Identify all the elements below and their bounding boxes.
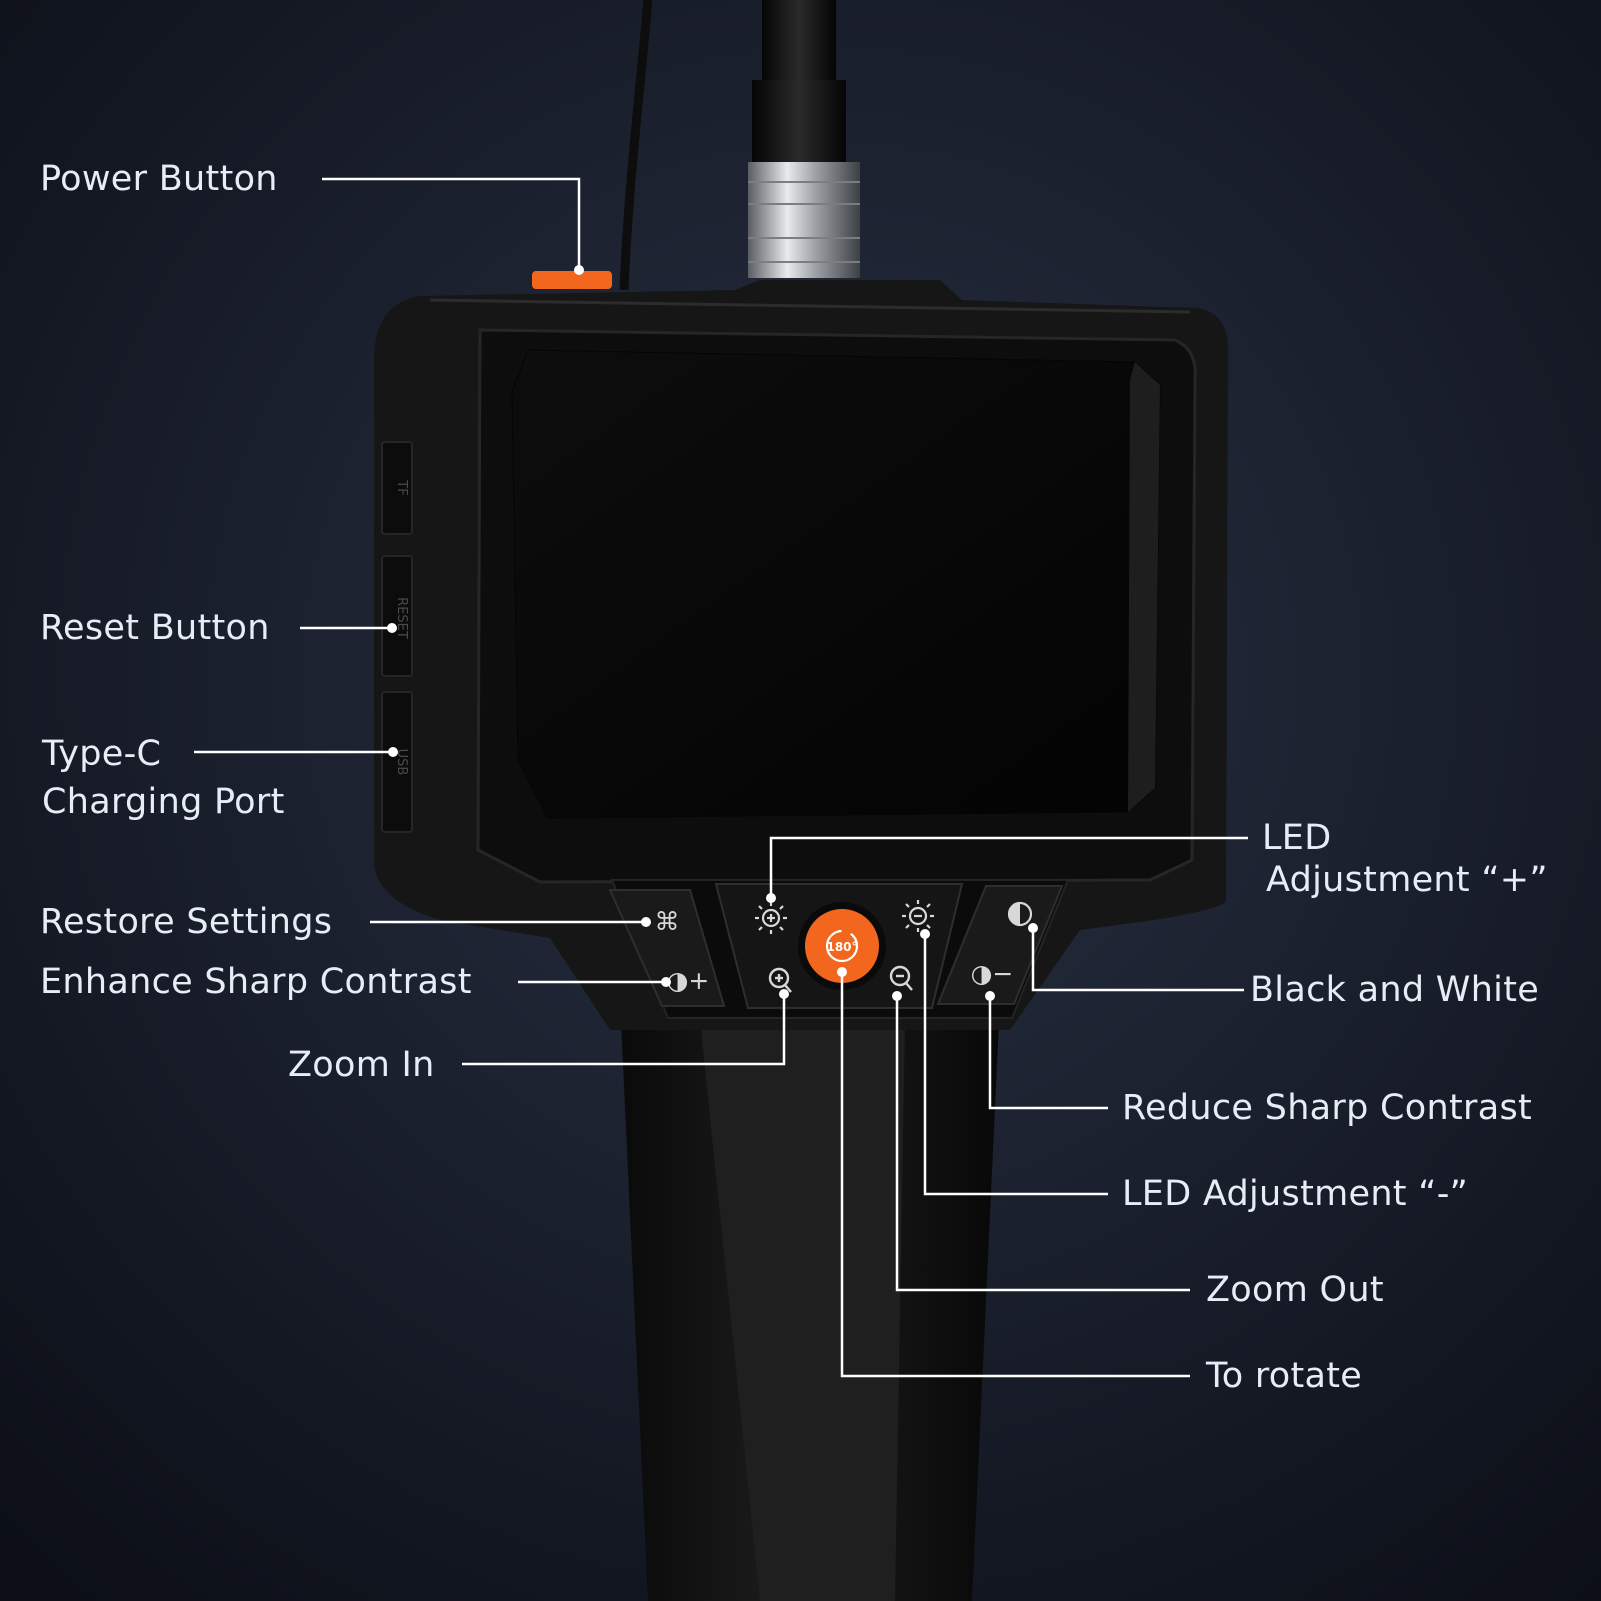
reduce-contrast-icon[interactable]: ◑−: [971, 959, 1014, 988]
callout-dots: [387, 265, 1038, 1001]
dot-restore: [641, 917, 651, 927]
label-type-c-line2: Charging Port: [42, 782, 285, 822]
dot-typec: [388, 747, 398, 757]
restore-settings-icon[interactable]: ⌘: [655, 907, 680, 936]
body-top-highlight: [429, 298, 1191, 314]
dot-led-minus: [920, 929, 930, 939]
chrome-connector: [748, 162, 860, 278]
callout-zoom-in: [462, 994, 786, 1066]
side-port-label-tf: TF: [394, 479, 409, 495]
label-led-plus-line1: LED: [1262, 818, 1332, 858]
dot-rotate: [837, 967, 847, 977]
zoom-out-icon[interactable]: [889, 965, 913, 991]
dot-zoom-in: [779, 989, 789, 999]
dot-power: [574, 265, 584, 275]
screen-hood-edge: [1128, 362, 1160, 812]
enhance-contrast-icon[interactable]: ◑+: [667, 966, 710, 995]
power-button[interactable]: [532, 271, 612, 289]
dot-enhance: [661, 977, 671, 987]
callout-black-white: [1031, 928, 1244, 992]
dot-reset: [387, 623, 397, 633]
label-led-plus-line2: Adjustment “+”: [1266, 860, 1548, 900]
thin-wire: [619, 0, 653, 291]
dot-zoom-out: [892, 991, 902, 1001]
side-port-label-usb: USB: [394, 749, 409, 776]
dot-black-white: [1028, 923, 1038, 933]
rotate-button[interactable]: [805, 909, 879, 983]
callout-lines: [194, 177, 1248, 1378]
black-white-icon[interactable]: [1007, 901, 1033, 927]
label-enhance-contrast: Enhance Sharp Contrast: [40, 962, 472, 1002]
label-black-white: Black and White: [1250, 970, 1540, 1010]
label-led-minus: LED Adjustment “-”: [1122, 1174, 1469, 1214]
connector-ribs: [748, 181, 860, 263]
label-restore-settings: Restore Settings: [40, 902, 333, 942]
rotate-button-text: 180°: [826, 940, 857, 954]
led-plus-icon[interactable]: [755, 902, 787, 934]
callout-reduce: [988, 996, 1108, 1110]
side-port-texts: TF RESET USB: [394, 479, 409, 775]
left-button-key: [608, 889, 726, 1007]
cable: [762, 0, 836, 92]
label-zoom-in: Zoom In: [288, 1045, 435, 1085]
screen: [511, 349, 1161, 819]
callout-led-plus: [769, 836, 1248, 898]
callout-led-minus: [923, 934, 1108, 1196]
grip-front-panel: [700, 1020, 905, 1601]
side-ports: [381, 441, 413, 833]
dot-reduce: [985, 991, 995, 1001]
callout-zoom-out: [895, 996, 1190, 1292]
callout-rotate: [840, 972, 1190, 1378]
label-reset-button: Reset Button: [40, 608, 270, 648]
label-zoom-out: Zoom Out: [1206, 1270, 1384, 1310]
zoom-in-icon[interactable]: [768, 967, 792, 993]
dot-led-plus: [766, 893, 776, 903]
side-port-label-reset: RESET: [394, 597, 409, 639]
cable-strain-relief: [752, 80, 846, 166]
label-reduce-contrast: Reduce Sharp Contrast: [1122, 1088, 1533, 1128]
callout-power: [322, 177, 581, 270]
label-power-button: Power Button: [40, 159, 278, 199]
label-rotate: To rotate: [1206, 1356, 1363, 1396]
rotate-180-icon: [825, 929, 859, 963]
led-minus-icon[interactable]: [902, 900, 934, 932]
label-type-c-line1: Type-C: [42, 734, 162, 774]
